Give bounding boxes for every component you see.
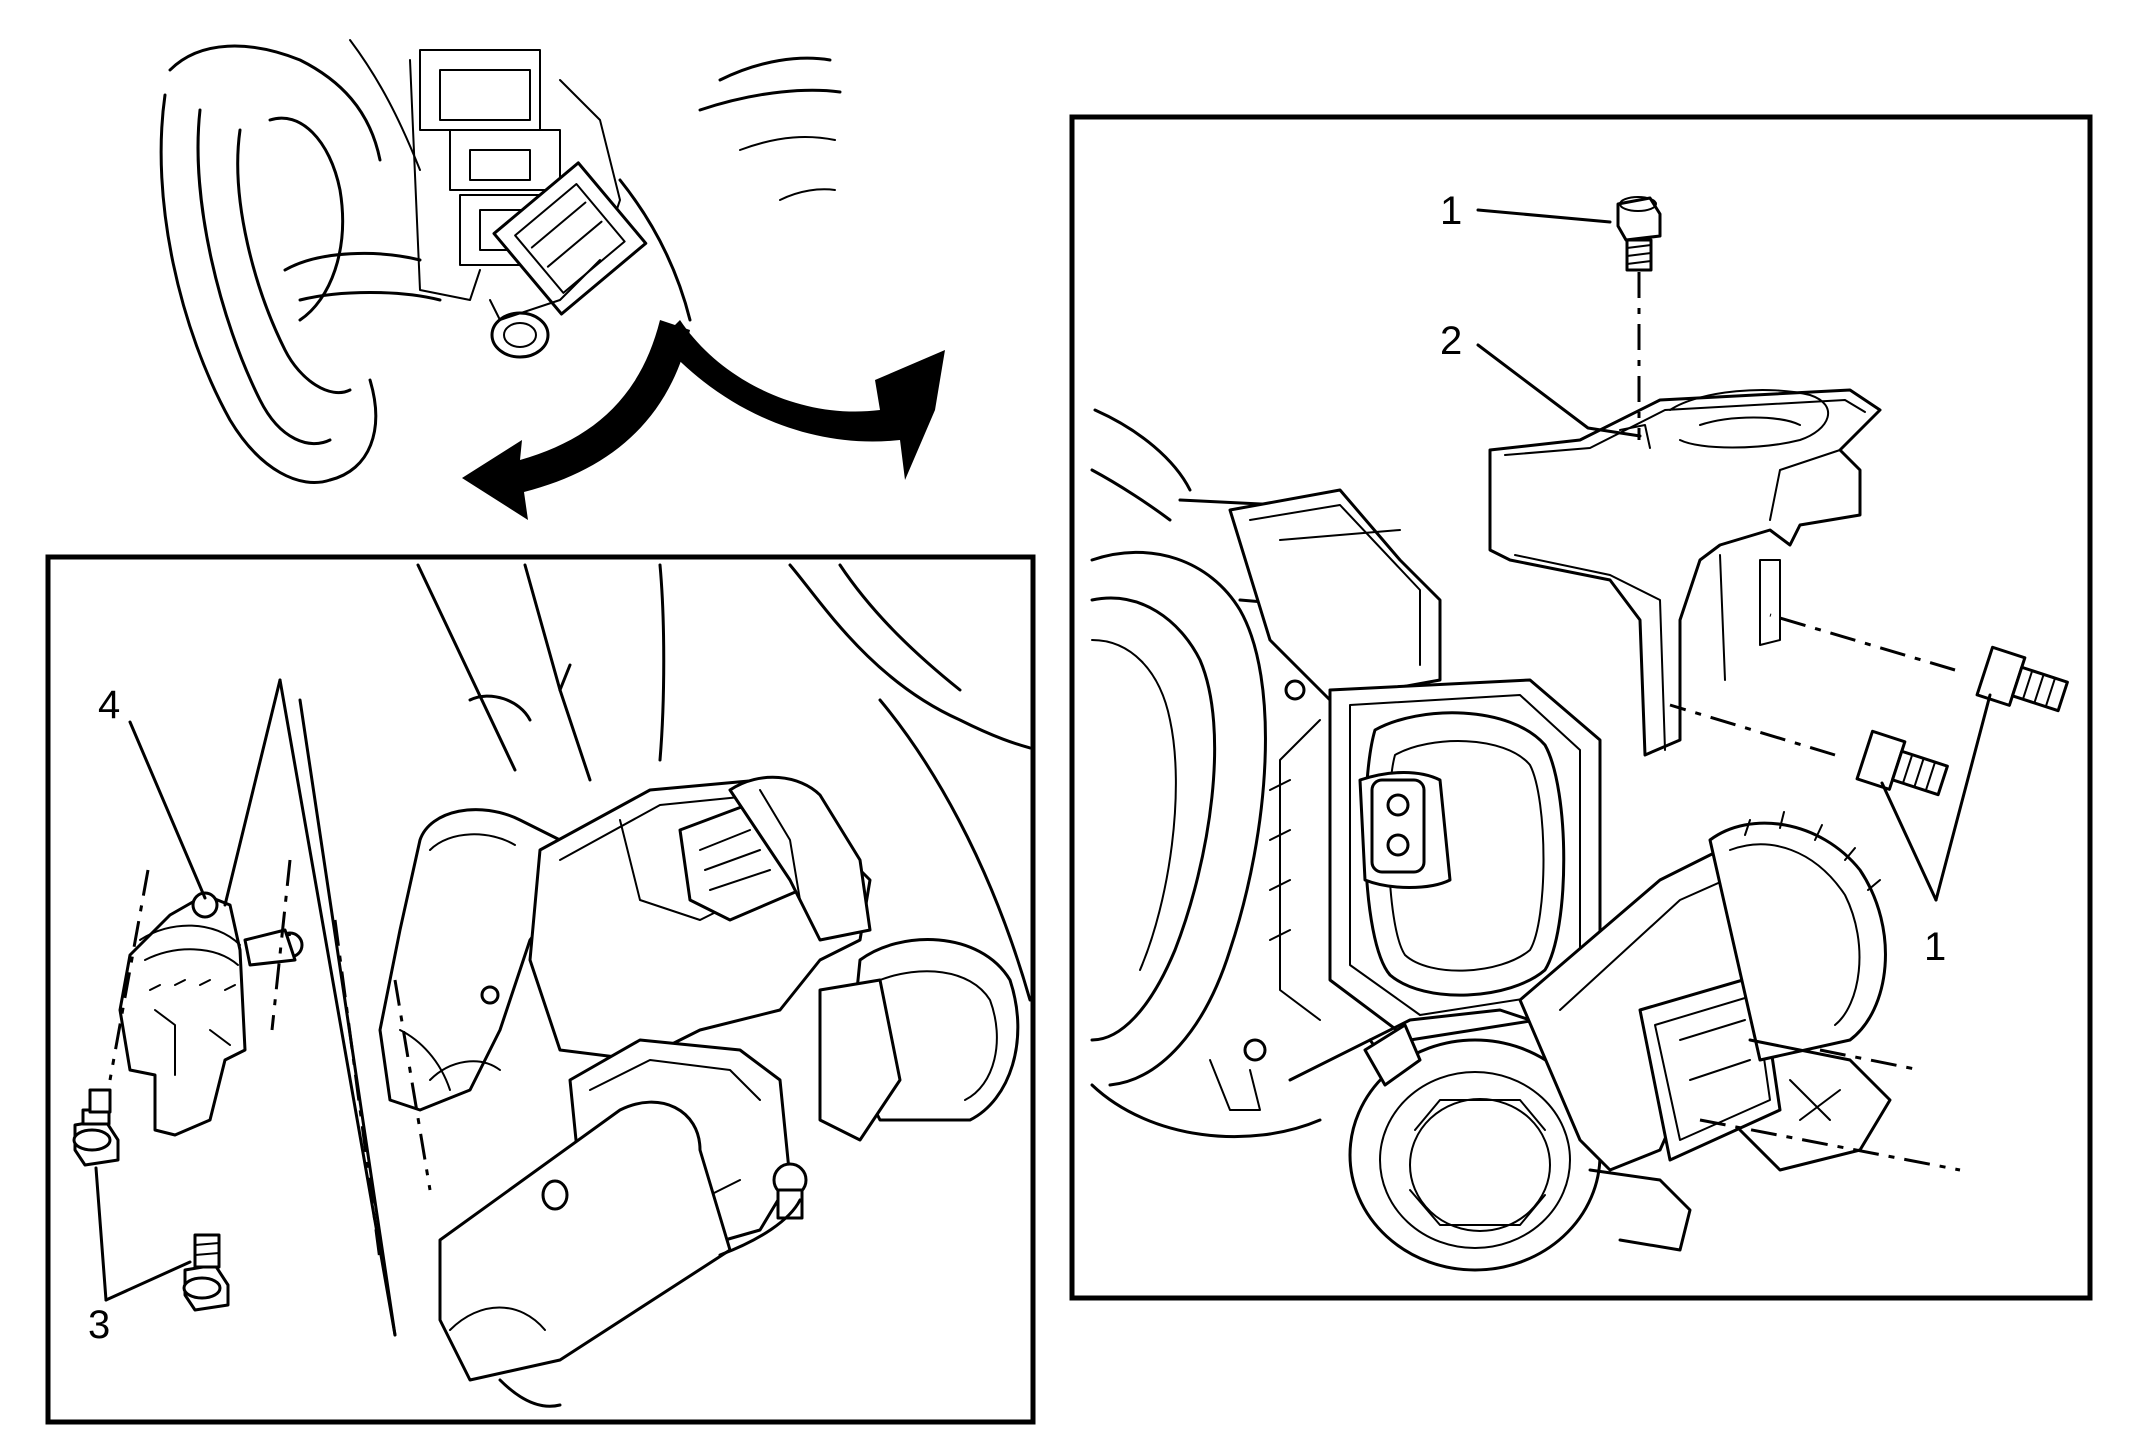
zoom-line-upper-b	[278, 678, 397, 1337]
leader-line-1-top	[1476, 208, 1612, 224]
callout-2-bracket: 2	[1440, 319, 1462, 363]
leader-line-3-b	[104, 1260, 192, 1302]
zoom-line-lower	[298, 698, 397, 1337]
leader-line-2	[1476, 343, 1642, 438]
callout-3-screws: 3	[88, 1303, 110, 1347]
right-detail-drawing	[1090, 196, 2069, 1272]
pointer-arrows	[462, 320, 945, 520]
leader-line-3-a	[94, 1166, 108, 1302]
leader-line-1-bolt-b	[1880, 781, 1938, 902]
callout-1-top: 1	[1440, 189, 1462, 233]
detail-panel-left	[45, 554, 1036, 1425]
zoom-line-upper	[223, 678, 282, 907]
callout-4-lock-cylinder: 4	[98, 683, 120, 727]
leader-line-1-bolt-a	[1934, 693, 1992, 902]
leader-line-4	[128, 720, 207, 900]
detail-panel-right	[1069, 114, 2093, 1301]
overview-steering-column-sketch	[159, 39, 842, 484]
callout-1-bolts: 1	[1924, 925, 1946, 969]
left-detail-drawing	[72, 563, 1032, 1408]
